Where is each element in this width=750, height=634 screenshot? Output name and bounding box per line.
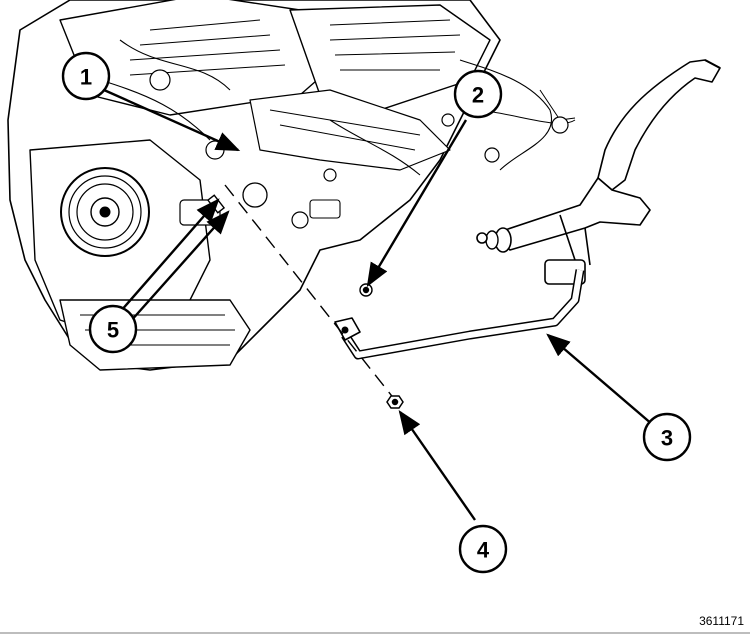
- bolt: [359, 283, 373, 297]
- callout-2: 2: [453, 69, 503, 119]
- callout-label: 5: [107, 318, 119, 343]
- callout-label: 3: [661, 426, 673, 451]
- callout-label: 4: [477, 538, 490, 563]
- crankshaft-pulley: [60, 167, 150, 257]
- callout-5: 5: [88, 304, 138, 354]
- leader-arrow-2: [366, 119, 468, 288]
- leader-arrow-3: [546, 333, 654, 426]
- bottom-divider: [0, 632, 750, 634]
- leader-arrow-5b: [129, 210, 230, 323]
- nut: [386, 395, 404, 409]
- figure-id: 3611171: [699, 614, 744, 628]
- coolant-tube: [334, 269, 585, 360]
- leader-arrow-4: [398, 410, 476, 521]
- callout-1: 1: [61, 51, 111, 101]
- callout-4: 4: [458, 524, 508, 574]
- callout-3: 3: [642, 412, 692, 462]
- leader-arrow-1: [103, 88, 241, 152]
- leader-arrows: [103, 88, 654, 521]
- leader-arrow-5a: [119, 198, 220, 313]
- callout-label: 2: [472, 83, 484, 108]
- stud-centerline: [224, 184, 396, 401]
- coolant-hose: [476, 59, 721, 285]
- callout-label: 1: [80, 65, 92, 90]
